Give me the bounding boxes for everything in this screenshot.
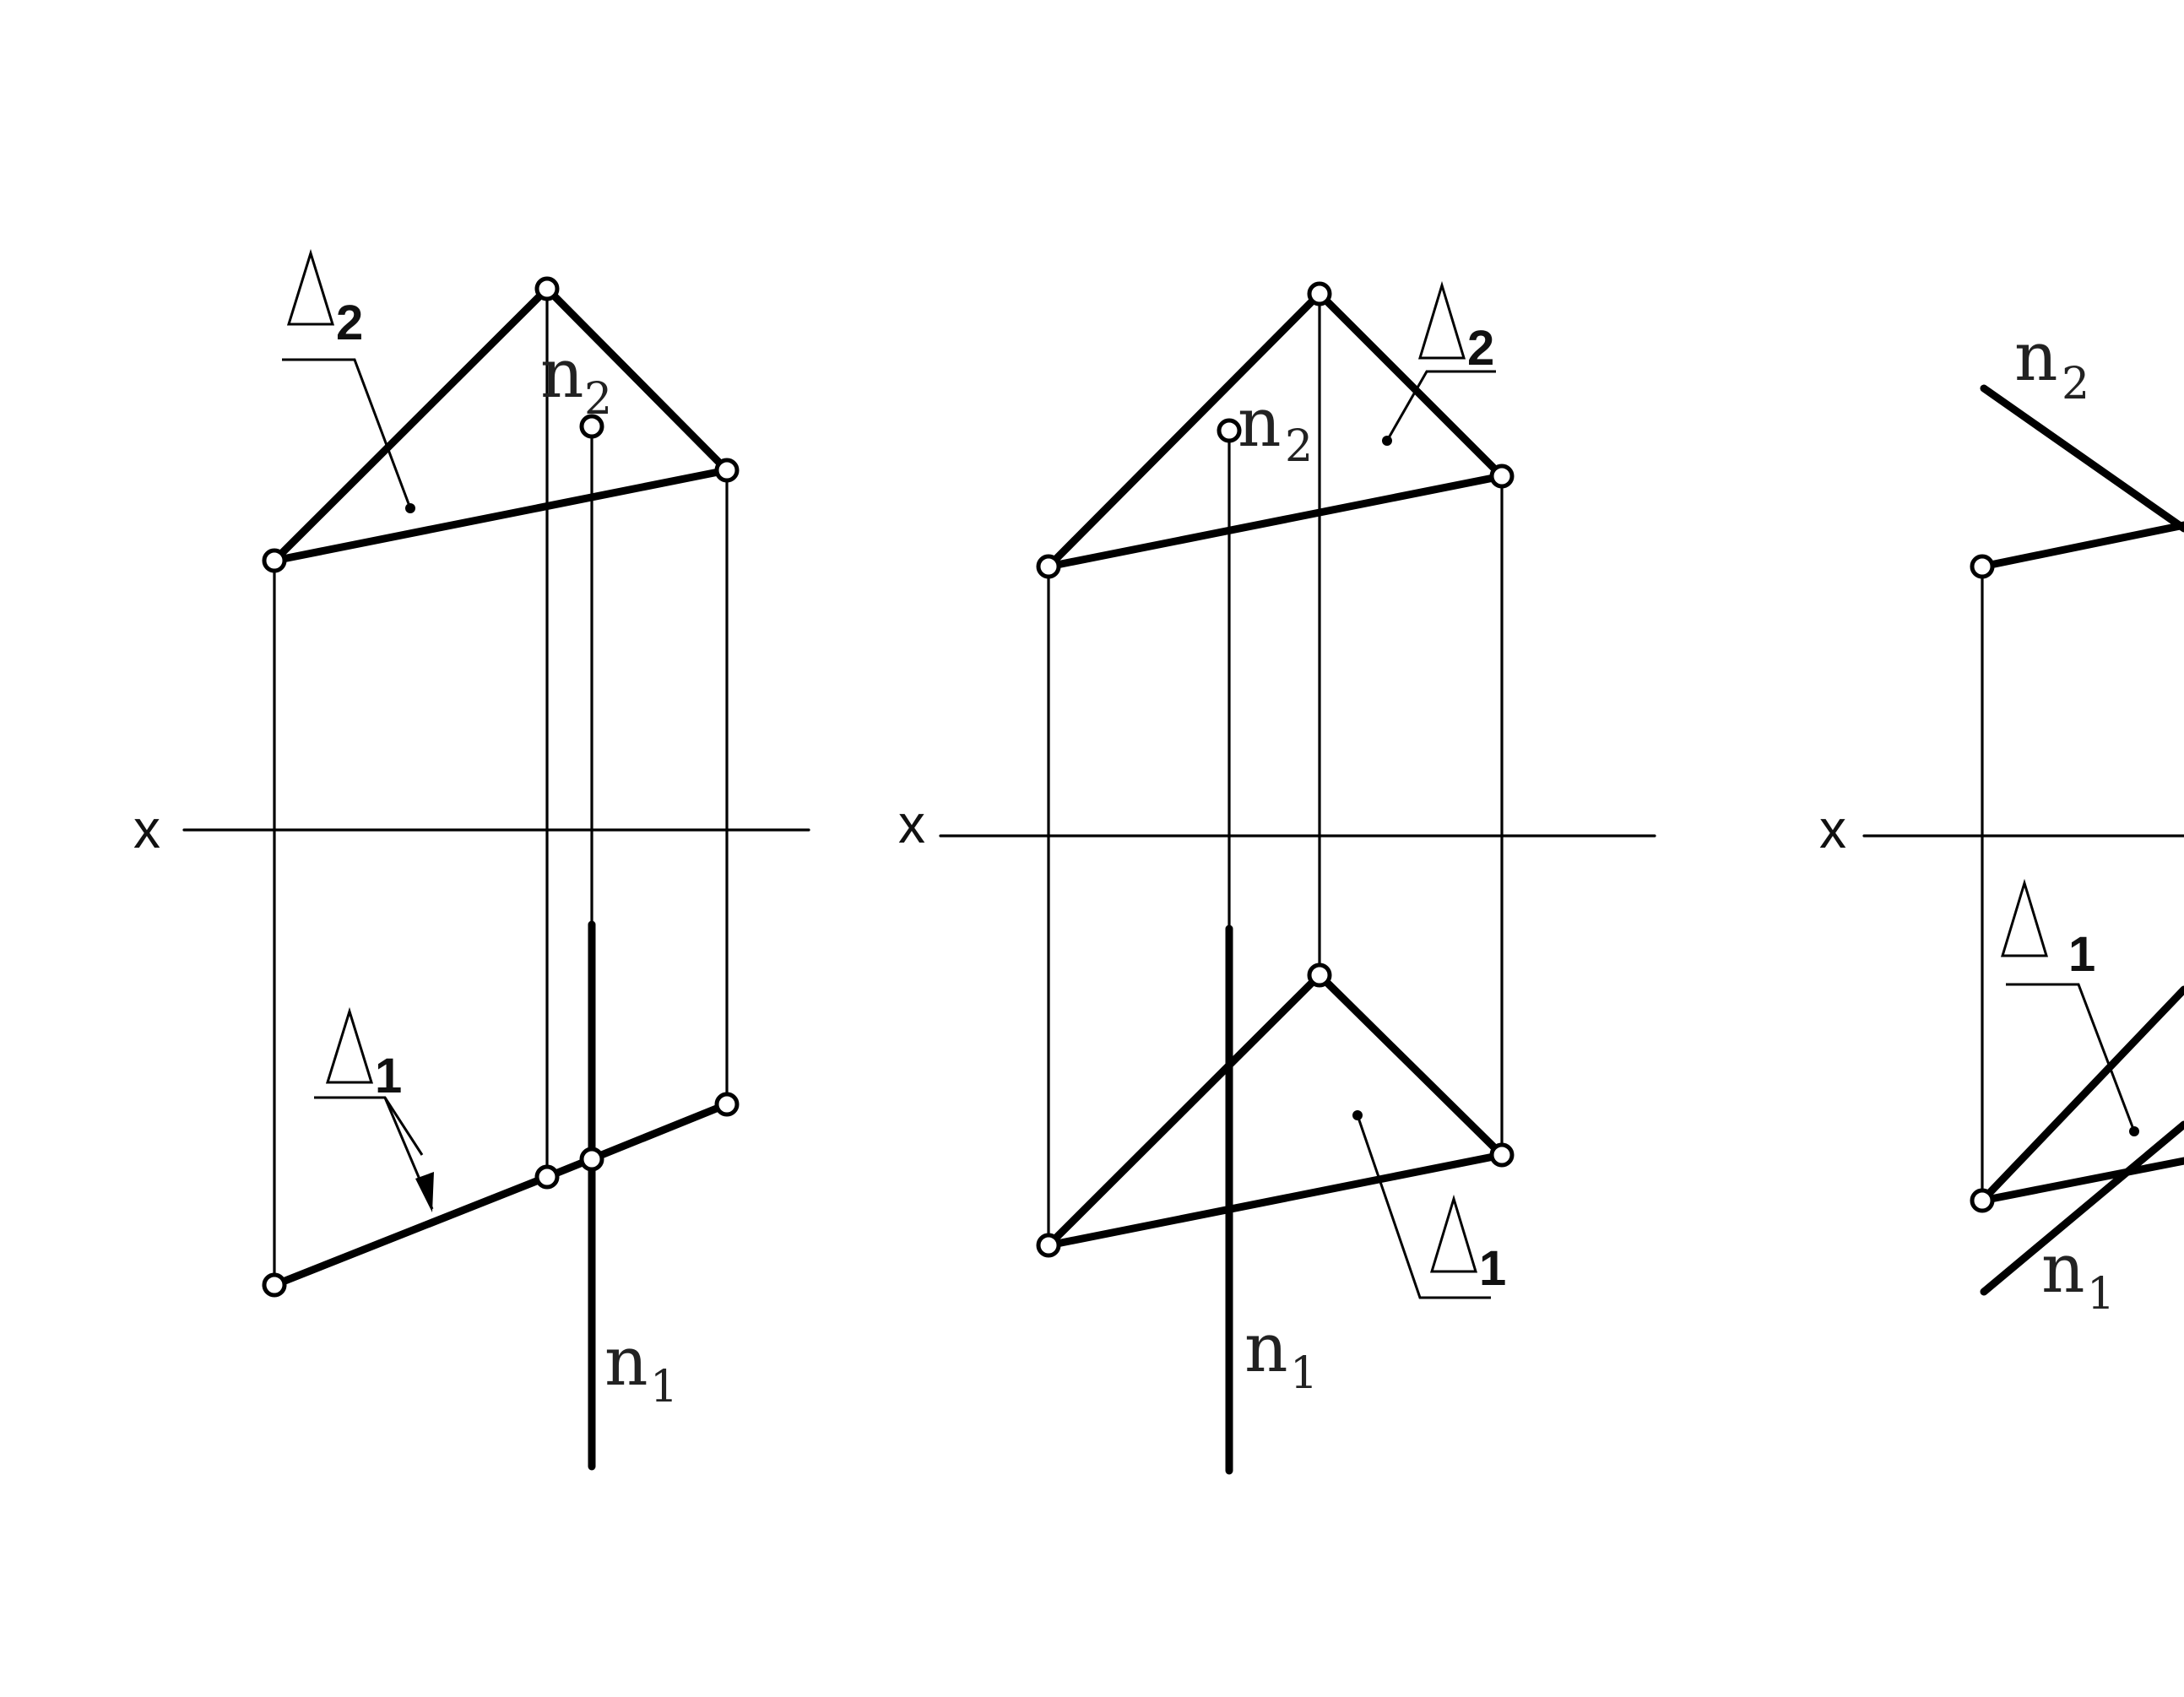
fig3-n1-subscript: 1 bbox=[2087, 1269, 2115, 1320]
fig1-delta2-subscript: 2 bbox=[336, 295, 363, 350]
fig2-vertex-horizontal-b bbox=[1307, 962, 1332, 988]
fig3-delta1-symbol bbox=[2000, 878, 2049, 957]
fig1-delta1-arrow-shaft bbox=[383, 1097, 434, 1210]
fig3-n2-label: n bbox=[2014, 317, 2058, 396]
fig1-n1-subscript: 1 bbox=[650, 1362, 678, 1412]
fig2-delta1-symbol bbox=[1429, 1194, 1478, 1273]
fig3-line-n1 bbox=[1980, 1120, 2184, 1296]
fig3-line-n2 bbox=[1980, 384, 2184, 533]
fig1-delta1-subscript: 1 bbox=[375, 1049, 402, 1103]
fig2-delta1-subscript: 1 bbox=[1479, 1241, 1506, 1296]
fig1-point-n2 bbox=[579, 414, 604, 439]
fig1-delta2-leader-dot bbox=[405, 503, 415, 513]
fig1-vertex-horizontal-c bbox=[714, 1092, 740, 1117]
figure-3: x n 2 1 n 1 bbox=[1819, 317, 2184, 1320]
fig1-triangle-horizontal-line bbox=[270, 1100, 731, 1289]
fig1-triangle-frontal bbox=[270, 285, 731, 565]
fig3-delta1-subscript: 1 bbox=[2068, 927, 2095, 982]
fig3-vertex-frontal-a bbox=[1970, 554, 1995, 579]
fig3-delta1-leader-dot bbox=[2129, 1126, 2139, 1136]
fig3-triangle-horizontal-edge-a bbox=[1978, 985, 2184, 1205]
fig1-delta1-symbol bbox=[325, 1006, 374, 1084]
fig2-n1-label: n bbox=[1244, 1309, 1288, 1387]
fig2-delta2-leader-dot bbox=[1382, 436, 1392, 446]
fig1-vertex-frontal-b bbox=[534, 276, 560, 301]
fig1-vertex-horizontal-a bbox=[262, 1272, 287, 1298]
fig2-delta2-leader bbox=[1385, 370, 1496, 442]
fig2-vertex-horizontal-a bbox=[1036, 1233, 1061, 1258]
fig1-n1-label: n bbox=[604, 1322, 648, 1401]
fig2-n1-subscript: 1 bbox=[1290, 1348, 1318, 1399]
fig1-vertex-frontal-a bbox=[262, 548, 287, 573]
fig2-delta1-leader bbox=[1356, 1114, 1491, 1299]
fig1-point-intersection bbox=[579, 1147, 604, 1172]
fig1-vertex-frontal-c bbox=[714, 458, 740, 483]
fig2-triangle-horizontal bbox=[1044, 971, 1506, 1250]
figure-2: x n 2 2 1 n 1 bbox=[898, 280, 1656, 1475]
fig1-x-axis-label: x bbox=[133, 799, 160, 859]
fig2-delta2-subscript: 2 bbox=[1467, 321, 1494, 376]
fig2-triangle-frontal bbox=[1044, 290, 1506, 571]
fig3-n2-subscript: 2 bbox=[2062, 359, 2089, 409]
fig2-n2-subscript: 2 bbox=[1285, 421, 1313, 472]
figure-1: x 2 n 2 1 n bbox=[133, 248, 810, 1471]
fig2-delta2-symbol bbox=[1417, 280, 1466, 360]
fig1-n2-label: n bbox=[540, 334, 584, 413]
fig1-n2-subscript: 2 bbox=[584, 374, 612, 425]
fig2-vertex-frontal-c bbox=[1489, 464, 1515, 489]
fig3-x-axis-label: x bbox=[1819, 799, 1846, 859]
fig2-vertex-horizontal-c bbox=[1489, 1142, 1515, 1168]
fig2-n2-label: n bbox=[1238, 383, 1282, 462]
fig3-vertex-horizontal-a bbox=[1970, 1188, 1995, 1213]
fig1-vertex-horizontal-b bbox=[534, 1164, 560, 1190]
fig1-delta2-leader bbox=[282, 358, 412, 509]
fig1-delta2-symbol bbox=[286, 248, 335, 326]
fig3-triangle-frontal-edge bbox=[1978, 521, 2184, 571]
fig3-n1-label: n bbox=[2041, 1229, 2085, 1308]
fig3-delta1-leader bbox=[2006, 983, 2136, 1132]
fig2-vertex-frontal-b bbox=[1307, 281, 1332, 306]
fig2-point-n2 bbox=[1217, 418, 1242, 443]
fig2-vertex-frontal-a bbox=[1036, 554, 1061, 579]
fig3-triangle-horizontal-edge-b bbox=[1978, 1157, 2184, 1205]
fig2-x-axis-label: x bbox=[898, 794, 925, 854]
